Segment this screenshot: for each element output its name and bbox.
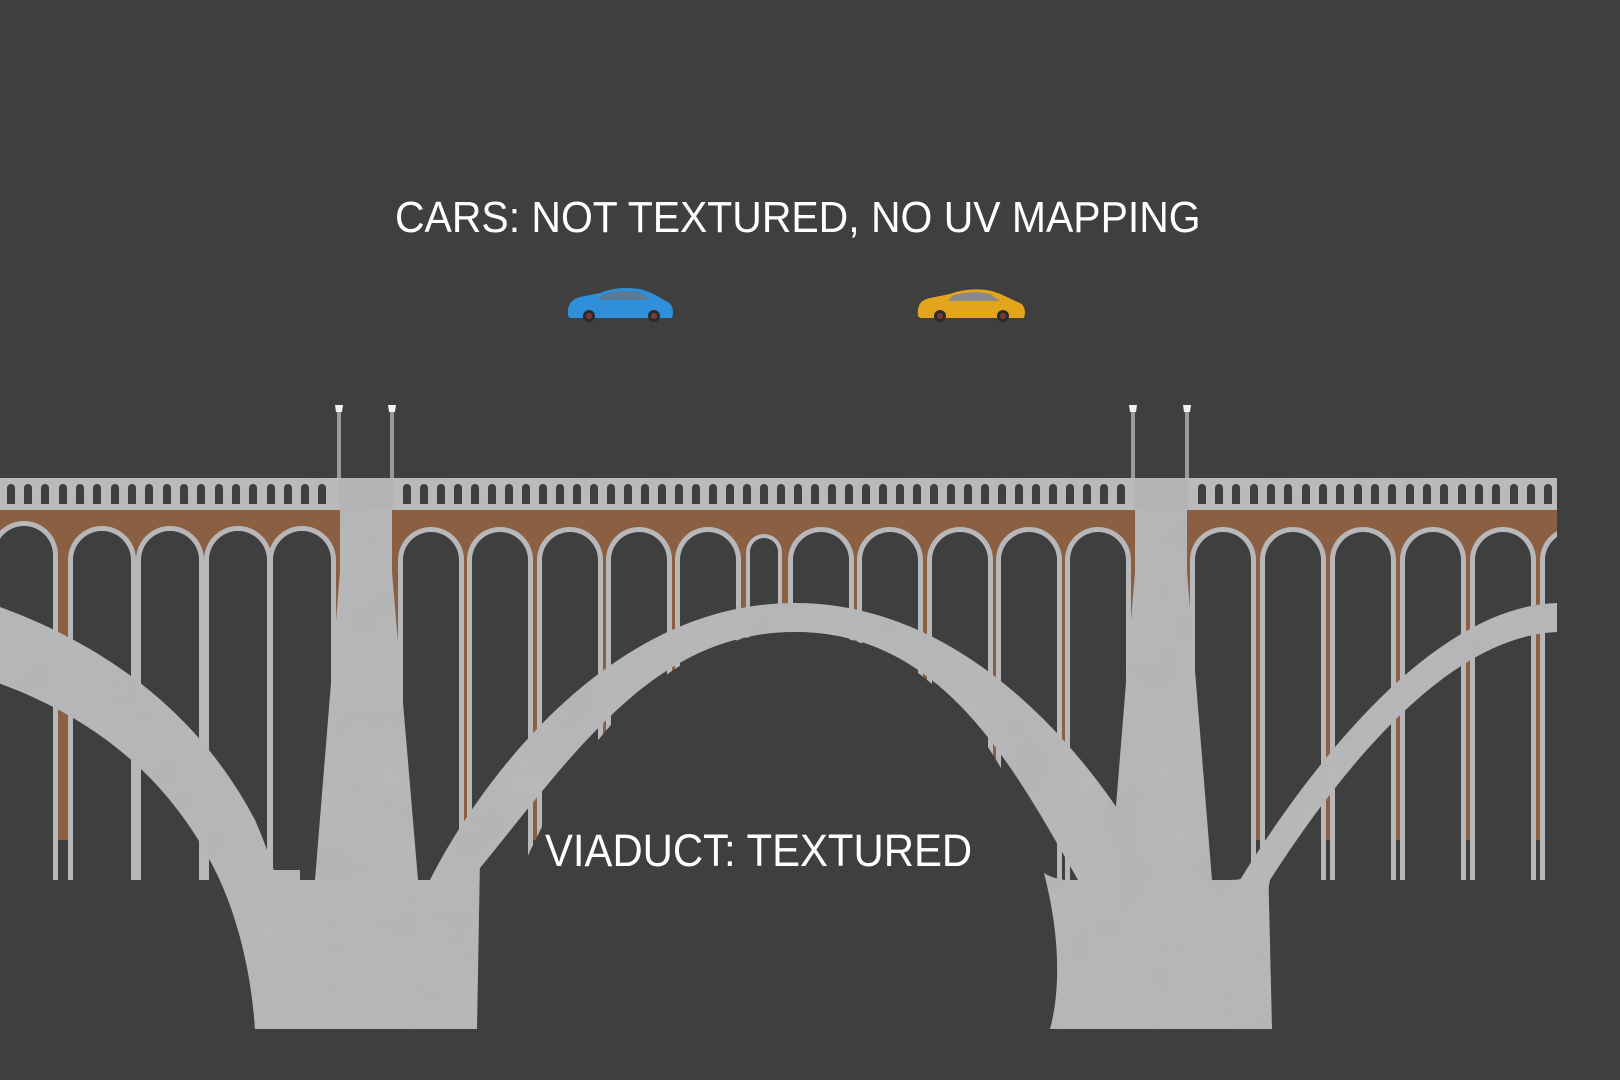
left-pier-cap: [339, 478, 393, 510]
central-arch-opening: [478, 632, 1058, 1029]
lamp-post: [1129, 405, 1137, 478]
blue-car: [567, 288, 673, 322]
left-main-arch: [0, 607, 300, 1029]
left-foot: [255, 860, 480, 1029]
concrete-substructure: [0, 478, 1557, 1029]
cars-caption: CARS: NOT TEXTURED, NO UV MAPPING: [395, 193, 1201, 242]
lamp-post: [388, 405, 396, 478]
central-main-arch: [430, 603, 1160, 880]
lamp-post: [1183, 405, 1191, 478]
lamp-post: [335, 405, 343, 478]
lamp-posts: [335, 405, 1191, 478]
right-main-arch: [1240, 603, 1557, 1029]
viaduct-caption: VIADUCT: TEXTURED: [545, 825, 973, 876]
yellow-car: [917, 289, 1025, 322]
balustrade-openings: [7, 484, 1552, 504]
right-pier-cap: [1134, 478, 1188, 510]
deck: [0, 478, 1557, 510]
